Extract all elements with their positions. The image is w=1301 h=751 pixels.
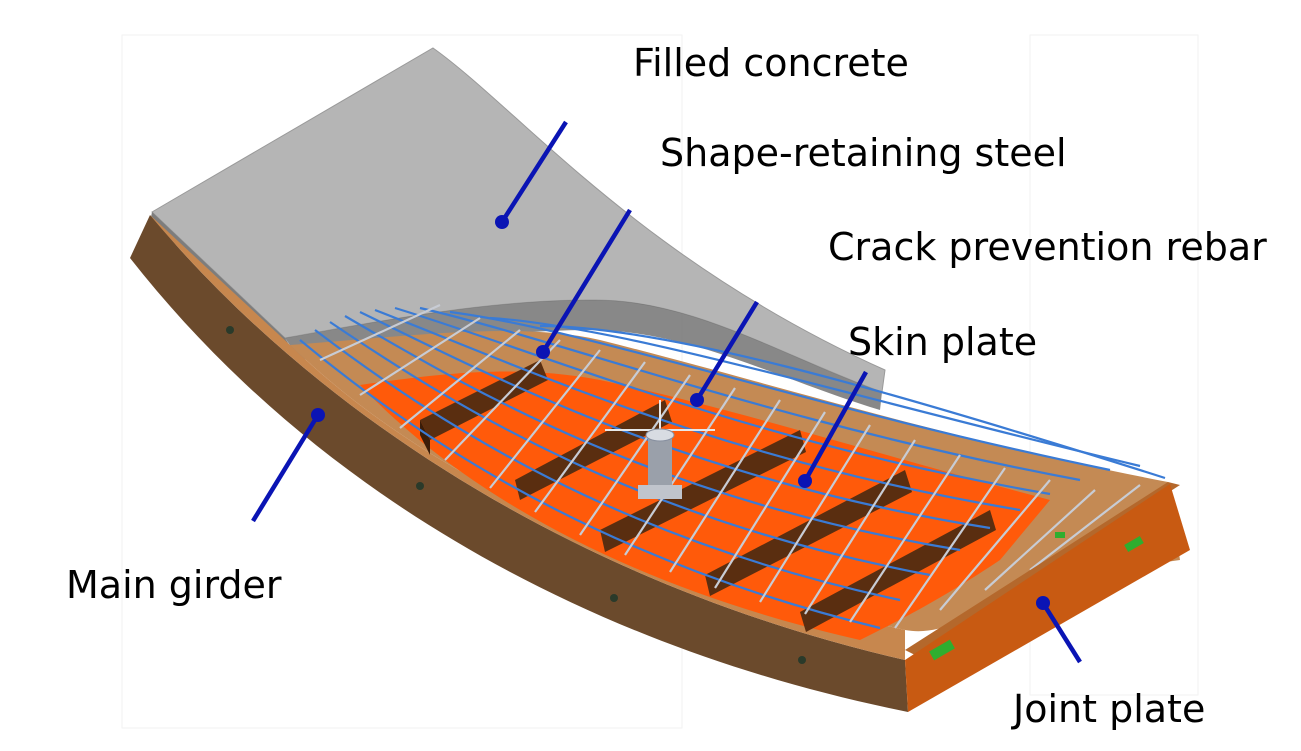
- label-main-girder: Main girder: [66, 563, 282, 607]
- girder-side-bolts: [226, 326, 806, 664]
- crack-prevention-rebar-grid: [299, 304, 1166, 630]
- leader-filled-concrete: [495, 120, 568, 229]
- label-crack-prevention-rebar: Crack prevention rebar: [828, 225, 1267, 269]
- leader-shape-retaining-steel: [536, 208, 632, 359]
- leader-main-girder: [251, 408, 325, 523]
- central-connector-assembly: [605, 400, 715, 499]
- main-girder-side: [130, 215, 908, 712]
- label-joint-plate: Joint plate: [1013, 687, 1206, 731]
- shape-retaining-ribs: [420, 360, 996, 632]
- leader-crack-prevention-rebar: [690, 300, 759, 407]
- panel-frame-right: [1029, 34, 1199, 696]
- label-shape-retaining-steel: Shape-retaining steel: [660, 131, 1067, 175]
- leader-joint-plate: [1036, 596, 1082, 664]
- joint-plate-bolts: [929, 532, 1144, 661]
- leader-skin-plate: [798, 370, 868, 488]
- concrete-underside: [285, 299, 882, 410]
- label-skin-plate: Skin plate: [848, 320, 1038, 364]
- label-filled-concrete: Filled concrete: [633, 41, 909, 85]
